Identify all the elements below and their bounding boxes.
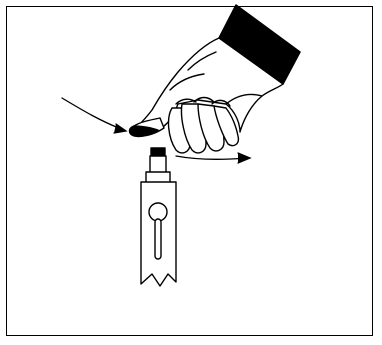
probe-icon [141,148,176,286]
